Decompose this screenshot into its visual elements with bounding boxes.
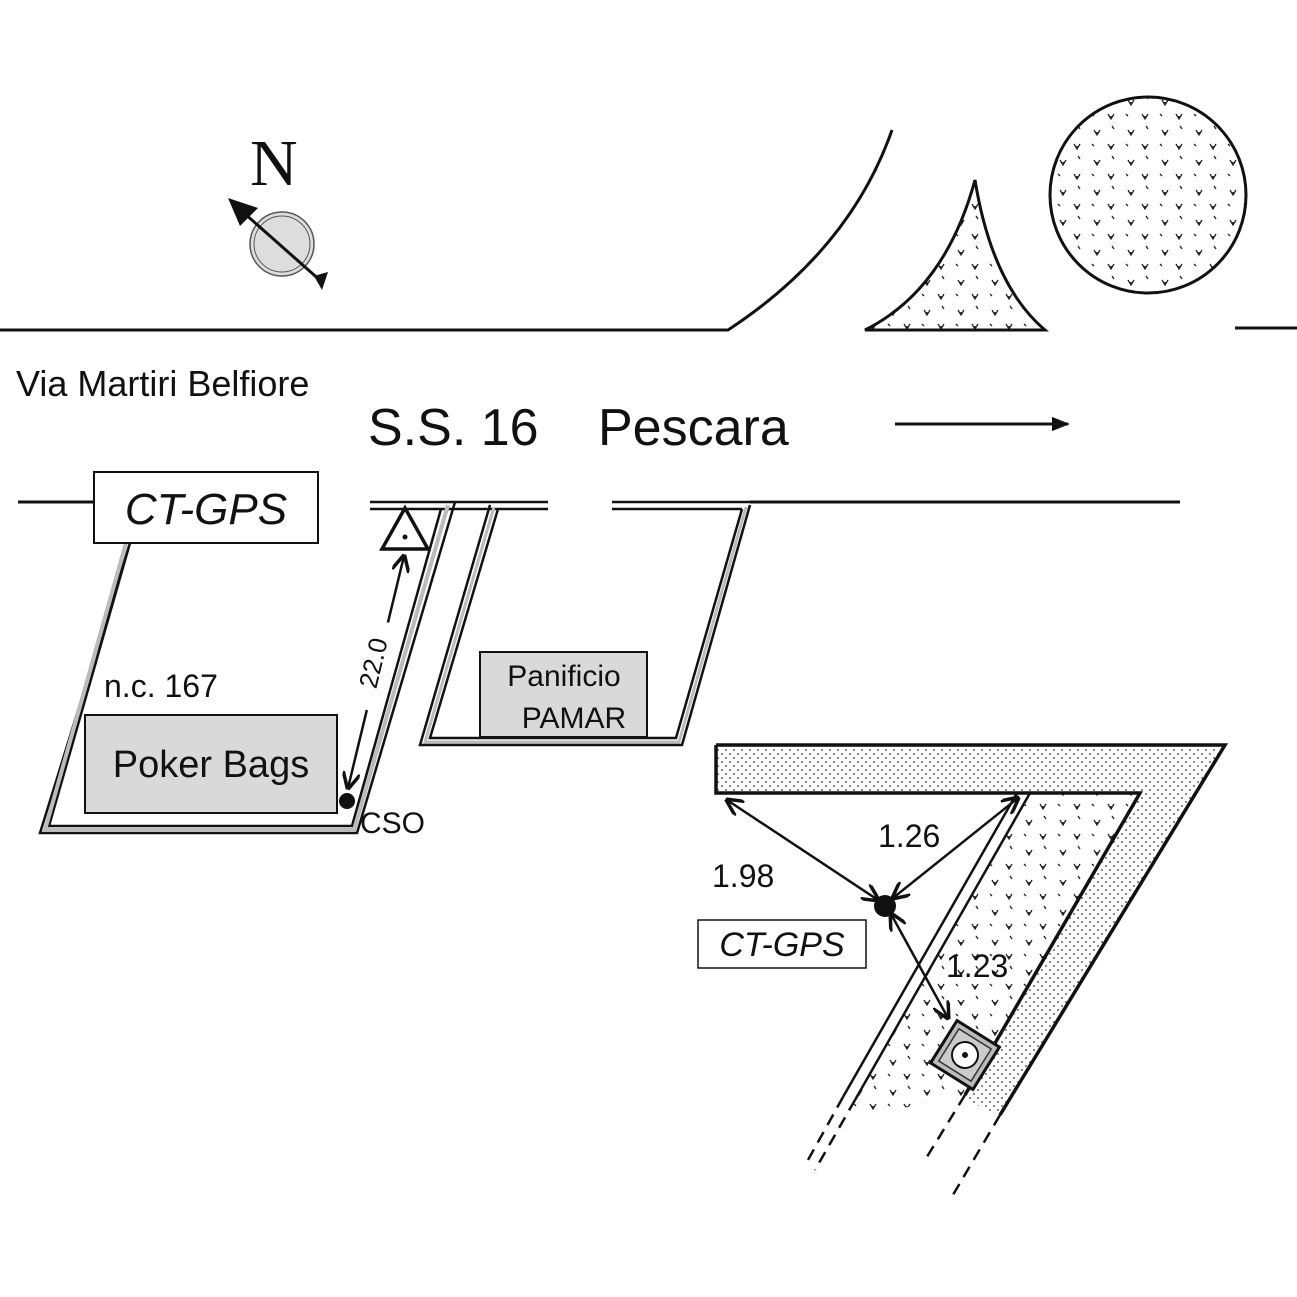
distance-arrow-126 [893,798,1018,898]
distance-label-123: 1.23 [946,948,1008,984]
street-label-via: Via Martiri Belfiore [16,363,309,404]
building-panificio [479,651,648,738]
direction-label: Pescara [598,399,789,457]
building-label: Poker Bags [113,744,309,786]
station-label-right: CT-GPS [719,926,845,964]
station-label-box-right [697,919,867,969]
distance-label-22: 22.0 [353,635,394,691]
benchmark-triangle-icon [379,504,431,551]
sidewalk-strip [714,743,1229,1201]
distance-arrow-198 [727,800,878,900]
ct-gps-point-icon [874,895,896,917]
north-arrow-icon [228,198,328,290]
cso-point-icon [339,793,355,809]
panificio-line2: PAMAR [522,702,626,735]
building-poker-bags [84,714,338,814]
distance-label-126: 1.26 [878,818,940,854]
grass-island-triangle [864,179,1050,332]
road-edge-north [0,129,894,332]
panificio-line1: Panificio [507,660,620,693]
distance-label-198: 1.98 [712,858,774,894]
monument-marker-icon [928,1018,1002,1092]
road-edge-south [18,500,1180,511]
grass-roundabout [1048,95,1248,295]
road-label: S.S. 16 [368,399,539,457]
parcel-label: n.c. 167 [104,668,218,704]
distance-arrow-123 [891,914,948,1018]
station-label-box-left [93,471,319,544]
cso-label: CSO [360,807,425,840]
north-label: N [250,127,298,200]
station-label-left: CT-GPS [125,485,287,534]
